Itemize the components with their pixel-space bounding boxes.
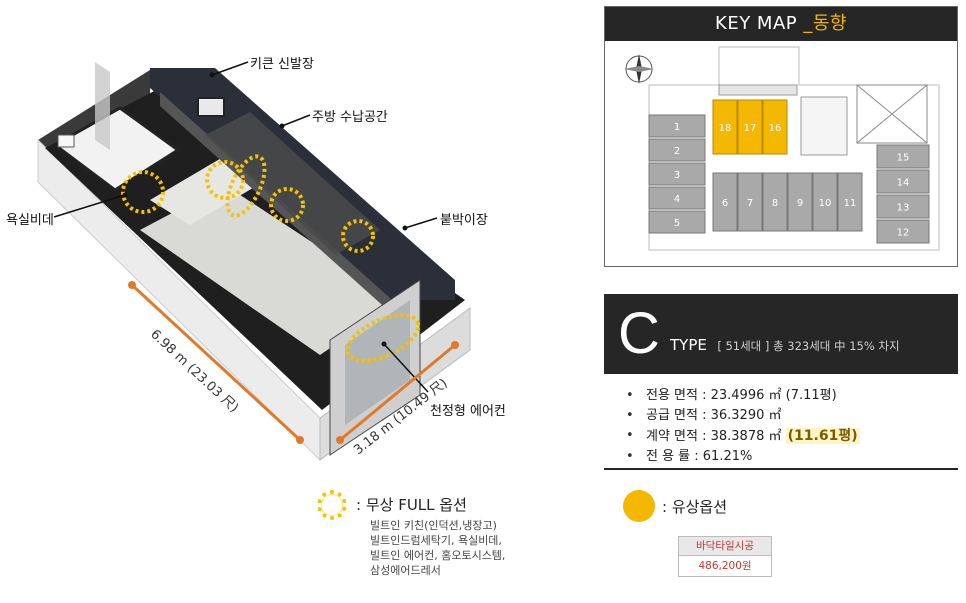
units-middle-row: 6 7 8 9 10 11: [712, 172, 863, 232]
unit-label-2: 2: [674, 146, 680, 157]
unit-14: [876, 169, 930, 194]
option-ring-washer: [205, 160, 245, 200]
unit-6: [712, 172, 738, 232]
paid-option-item: 바닥타일시공: [679, 537, 771, 556]
leader-bidet: [53, 194, 126, 218]
unit-label-14: 14: [897, 178, 910, 189]
free-option-item: 빌트인 키친(인덕션,냉장고): [370, 519, 497, 532]
key-map-title: KEY MAP: [715, 13, 798, 34]
unit-9: [787, 172, 813, 232]
unit-15: [876, 144, 930, 169]
units-left-column: 1 2 3 4 5: [648, 114, 706, 234]
free-option-item: 빌트인드럼세탁기, 욕실비데,: [370, 534, 502, 547]
spec-exclusive-ratio: 전 용 률 : 61.21%: [626, 447, 860, 467]
building-outline: [648, 46, 940, 251]
unit-18: [712, 99, 738, 155]
option-ring-induction: [269, 187, 305, 223]
unit-16: [762, 99, 788, 155]
paid-option-price: 486,200원: [679, 556, 771, 576]
dimension-line-width: [339, 343, 456, 442]
fridge-niche: [197, 97, 225, 117]
unit-label-5: 5: [674, 218, 680, 229]
unit-1: [648, 114, 706, 138]
option-ring-closet: [341, 219, 375, 253]
unit-13: [876, 194, 930, 219]
unit-4: [648, 186, 706, 210]
type-header: C TYPE [ 51세대 ] 총 323세대 中 15% 차지: [604, 294, 958, 374]
unit-8: [762, 172, 788, 232]
kitchen-counter: [205, 112, 380, 255]
unit-label-17: 17: [744, 123, 757, 134]
option-ring-kitchen: [225, 154, 267, 218]
unit-label-1: 1: [674, 122, 680, 133]
unit-label-3: 3: [674, 170, 680, 181]
leader-closet: [404, 217, 438, 229]
unit-isometric-plan: 6.98 m (23.03 尺) 3.18 m (10.49 尺): [37, 61, 471, 462]
unit-5: [648, 210, 706, 234]
paid-option-table: 바닥타일시공 486,200원: [678, 536, 772, 577]
unit-label-11: 11: [844, 198, 857, 209]
callout-builtin-closet: 붙박이장: [440, 213, 488, 228]
unit-label-4: 4: [674, 194, 680, 205]
callout-kitchen-storage: 주방 수납공간: [312, 110, 388, 125]
window-glass: [345, 300, 410, 425]
callout-ceiling-ac: 천정형 에어컨: [430, 404, 506, 419]
type-label: TYPE: [670, 336, 707, 354]
bathroom-glass: [95, 62, 110, 150]
unit-label-16: 16: [769, 123, 782, 134]
free-option-label: : 무상 FULL 옵션: [356, 496, 467, 514]
leader-kitchen: [281, 114, 311, 127]
units-top-highlight: 18 17 16: [712, 99, 788, 155]
unit-10: [812, 172, 838, 232]
key-map-header: KEY MAP _동향: [605, 7, 957, 41]
option-ring-ac: [345, 313, 421, 363]
living-floor: [140, 185, 400, 355]
spec-contract-area: 계약 면적 : 38.3878 ㎡ (11.61평): [626, 426, 860, 447]
unit-2: [648, 138, 706, 162]
free-option-item: 삼성에어드레서: [370, 564, 441, 577]
unit-label-15: 15: [897, 153, 910, 164]
unit-7: [737, 172, 763, 232]
paid-option-dot-icon: [623, 490, 655, 522]
compass-icon: [624, 54, 654, 84]
type-summary: TYPE [ 51세대 ] 총 323세대 中 15% 차지: [670, 336, 900, 354]
unit-11: [837, 172, 863, 232]
callout-bidet: 욕실비데: [6, 213, 54, 228]
unit-12: [876, 219, 930, 244]
leader-ac: [383, 343, 429, 393]
unit-label-13: 13: [897, 203, 910, 214]
kitchen-cabinet-face: [160, 92, 390, 312]
contract-area-highlight: (11.61평): [785, 428, 860, 444]
bathroom-fixture: [57, 134, 75, 148]
unit-label-10: 10: [819, 198, 832, 209]
leader-shoe: [211, 61, 249, 76]
option-ring-bidet: [121, 170, 165, 214]
units-right-column: 15 14 13 12: [876, 144, 930, 244]
unit-label-18: 18: [719, 123, 732, 134]
spec-supply-area: 공급 면적 : 36.3290 ㎡: [626, 406, 860, 426]
unit-17: [737, 99, 763, 155]
key-map-direction: _동향: [803, 13, 847, 34]
paid-option-label: : 유상옵션: [662, 498, 728, 516]
spec-divider: [604, 468, 958, 470]
unit-label-9: 9: [797, 198, 803, 209]
unit-label-6: 6: [722, 198, 728, 209]
free-option-ring-icon: [317, 490, 347, 520]
unit-label-8: 8: [772, 198, 778, 209]
type-letter: C: [618, 301, 660, 366]
dimension-line-length: [130, 283, 302, 442]
type-detail: [ 51세대 ] 총 323세대 中 15% 차지: [717, 339, 900, 353]
unit-label-12: 12: [897, 228, 910, 239]
area-spec-list: 전용 면적 : 23.4996 ㎡ (7.11평) 공급 면적 : 36.329…: [626, 386, 860, 467]
free-option-item: 빌트인 에어컨, 홈오토시스템,: [370, 549, 506, 562]
spec-exclusive-area: 전용 면적 : 23.4996 ㎡ (7.11평): [626, 386, 860, 406]
callout-shoe-cabinet: 키큰 신발장: [250, 57, 314, 72]
unit-label-7: 7: [747, 198, 753, 209]
unit-3: [648, 162, 706, 186]
free-option-list: 빌트인 키친(인덕션,냉장고) 빌트인드럼세탁기, 욕실비데, 빌트인 에어컨,…: [370, 518, 505, 578]
